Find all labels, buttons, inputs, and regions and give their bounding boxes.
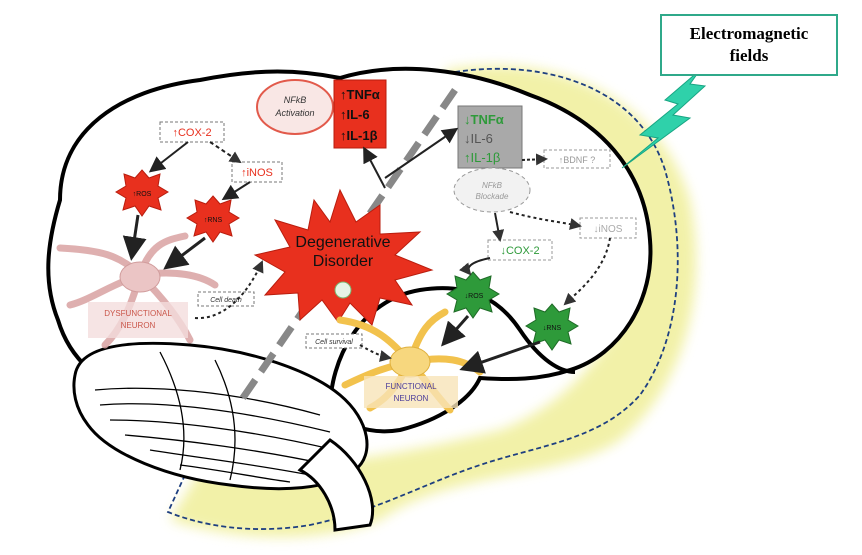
nfkb-blockade-line1: NFkB xyxy=(482,181,503,190)
nfkb-activation-line1: NFkB xyxy=(284,95,307,105)
cox2-left-box xyxy=(159,121,225,143)
functional-neuron: FUNCTIONAL NEURON xyxy=(336,308,484,414)
nfkb-blockade-node xyxy=(453,167,531,213)
cytokines-up-box xyxy=(333,79,387,149)
cytokine-mod-il1: ↑IL-1β xyxy=(464,150,500,165)
degenerative-disorder-line2: Disorder xyxy=(313,253,374,270)
cox2-left-label: ↑COX-2 xyxy=(172,127,211,139)
cox2-right-label: ↓COX-2 xyxy=(500,245,539,257)
cytokine-il6-label: ↑IL-6 xyxy=(340,107,370,122)
cell-death-box xyxy=(197,291,255,307)
bdnf-label: ↑BDNF ? xyxy=(559,155,596,165)
rns-right-label: ↓RNS xyxy=(543,325,562,332)
cytokine-tnf-label: ↑TNFα xyxy=(340,87,380,102)
nfkb-activation-node xyxy=(256,79,334,135)
bdnf-box xyxy=(543,149,611,169)
ros-left-label: ↑ROS xyxy=(133,191,152,198)
nfkb-activation-line2: Activation xyxy=(274,108,314,118)
cell-survival-label: Cell survival xyxy=(315,339,353,346)
cytokines-modulated-box xyxy=(457,105,523,169)
cytokine-mod-tnf: ↓TNFα xyxy=(464,112,504,127)
emf-halo xyxy=(170,65,697,537)
emf-label-line1: Electromagnetic xyxy=(689,24,809,43)
brainstem xyxy=(297,438,375,532)
rns-left-burst: ↑RNS xyxy=(186,195,240,243)
inos-left-label: ↑iNOS xyxy=(241,167,273,179)
functional-neuron-label1: FUNCTIONAL xyxy=(385,382,437,391)
ros-left-burst: ↑ROS xyxy=(115,169,169,217)
cox2-right-box xyxy=(487,239,553,261)
emf-label-line2: fields xyxy=(729,46,769,65)
nfkb-blockade-line2: Blockade xyxy=(476,192,509,201)
dysfunctional-neuron-label2: NEURON xyxy=(121,321,156,330)
cell-death-label: Cell death xyxy=(210,297,242,304)
lightning-bolt-icon xyxy=(621,69,707,169)
inos-left-box xyxy=(231,161,283,183)
rns-left-label: ↑RNS xyxy=(204,217,223,224)
cytokine-mod-il6: ↓IL-6 xyxy=(464,131,493,146)
cerebellum xyxy=(72,341,369,491)
emf-label-box: Electromagnetic fields xyxy=(660,14,838,76)
ros-right-burst: ↓ROS xyxy=(446,271,500,319)
dysfunctional-neuron: DYSFUNCTIONAL NEURON xyxy=(56,232,219,349)
degenerative-disorder-line1: Degenerative xyxy=(295,234,390,251)
dysfunctional-neuron-label1: DYSFUNCTIONAL xyxy=(104,309,172,318)
pathway-arrows xyxy=(122,127,611,374)
inos-right-label: ↓iNOS xyxy=(594,224,623,235)
functional-neuron-label2: NEURON xyxy=(394,394,429,403)
rns-right-burst: ↓RNS xyxy=(525,303,579,351)
ros-right-label: ↓ROS xyxy=(465,293,484,300)
cell-survival-box xyxy=(305,333,363,349)
cytokine-il1-label: ↑IL-1β xyxy=(340,128,378,143)
